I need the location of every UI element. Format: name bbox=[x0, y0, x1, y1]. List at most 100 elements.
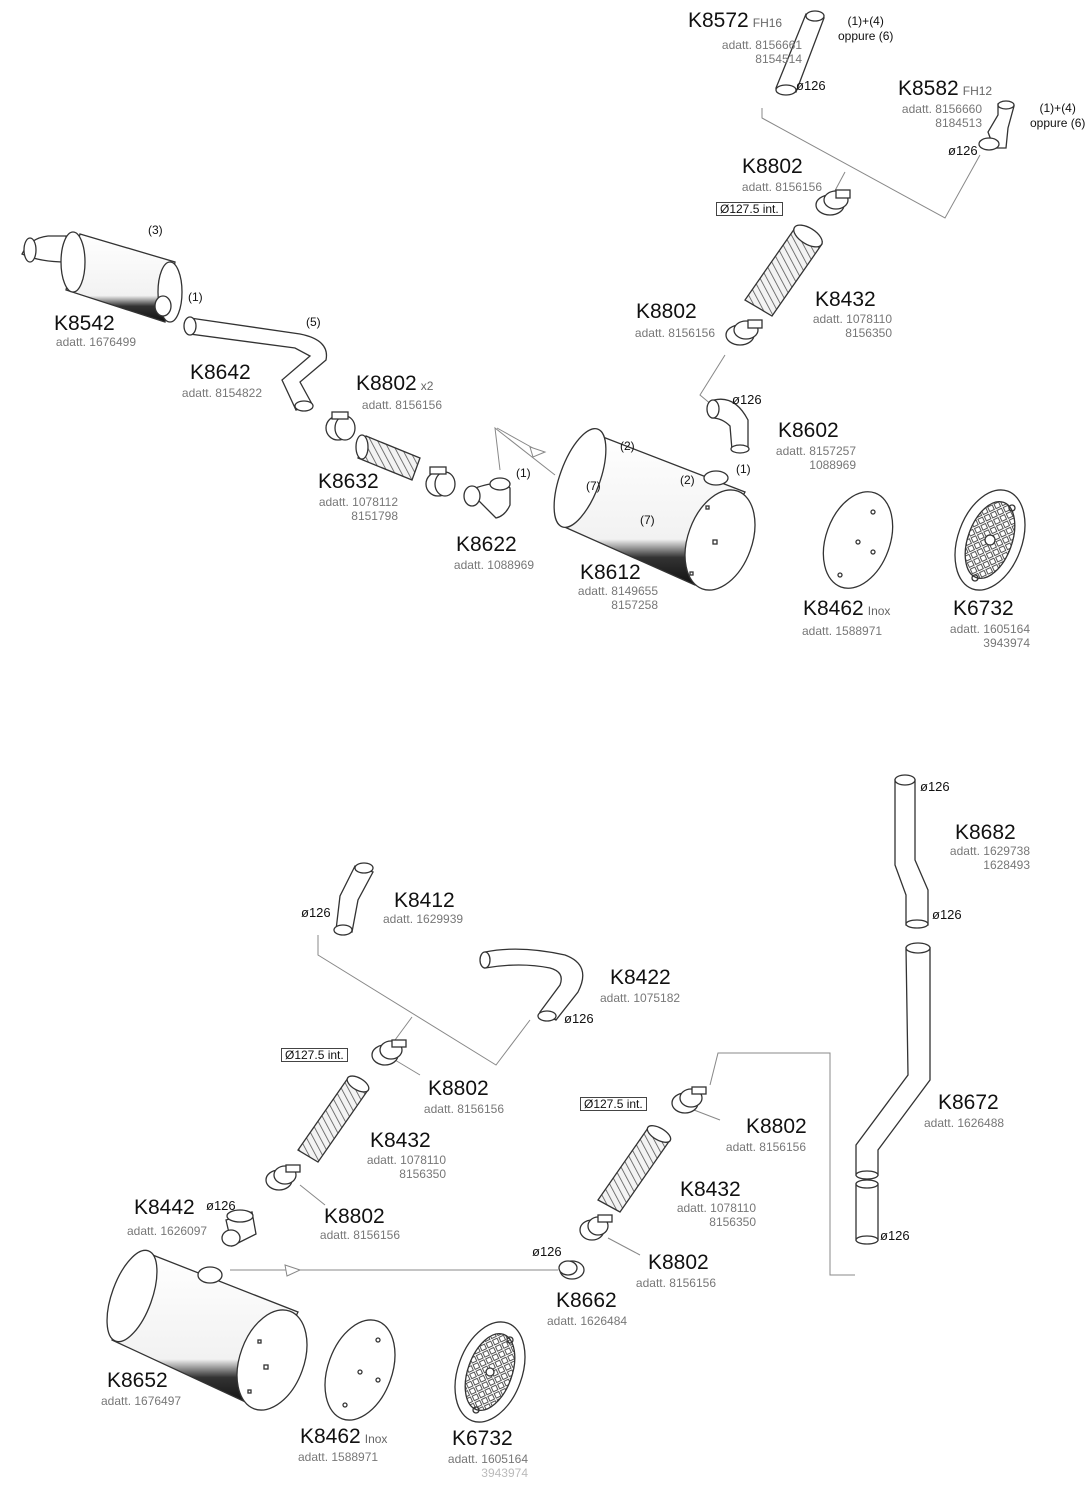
muffler-k8612 bbox=[553, 428, 756, 591]
refs-k8542: adatt. 1676499 bbox=[55, 335, 136, 349]
refs-k8622: adatt. 1088969 bbox=[453, 558, 534, 572]
label-k8802-b2-a: K8802 bbox=[428, 1077, 489, 1100]
refs-k8802-b2-a: adatt. 8156156 bbox=[423, 1102, 504, 1116]
bellows-spec-top: Ø127.5 int. bbox=[716, 202, 783, 216]
label-k8802-top: K8802 bbox=[742, 155, 803, 178]
diameter-k8682-bottom: ø126 bbox=[932, 907, 962, 922]
muffler-k8542 bbox=[21, 231, 183, 323]
label-k8432-b2-a: K8432 bbox=[370, 1129, 431, 1152]
clamp-k8802-left-a bbox=[325, 411, 356, 441]
guide-lines-bottom bbox=[230, 935, 855, 1277]
callout-1-c: (1) bbox=[736, 462, 751, 476]
label-k8652: K8652 bbox=[107, 1369, 168, 1392]
note-k8572: (1)+(4)oppure (6) bbox=[838, 14, 894, 43]
label-k8432-b2-b: K8432 bbox=[680, 1178, 741, 1201]
bellows-k8432-top bbox=[744, 224, 823, 317]
callout-3: (3) bbox=[148, 223, 163, 237]
callout-1-a: (1) bbox=[188, 290, 203, 304]
pipe-k8572 bbox=[775, 10, 825, 96]
pipe-k8412 bbox=[333, 862, 374, 936]
refs-k8662: adatt. 1626484 bbox=[547, 1314, 628, 1328]
callout-2-a: (2) bbox=[620, 439, 635, 453]
clamp-k8802-b2-a bbox=[371, 1039, 407, 1066]
refs-k8672: adatt. 1626488 bbox=[924, 1116, 1005, 1130]
note-k8582: (1)+(4)oppure (6) bbox=[1030, 101, 1086, 130]
refs-k8462-bottom: adatt. 1588971 bbox=[298, 1450, 379, 1464]
pipe-k8422 bbox=[479, 948, 584, 1022]
callout-1-b: (1) bbox=[516, 466, 531, 480]
diameter-k8442: ø126 bbox=[206, 1198, 236, 1213]
mesh-k6732-top bbox=[954, 489, 1026, 591]
pipe-k8442 bbox=[221, 1209, 257, 1247]
refs-k8412: adatt. 1629939 bbox=[383, 912, 464, 926]
label-k8662: K8662 bbox=[556, 1289, 617, 1312]
mesh-k6732-bottom bbox=[454, 1321, 526, 1423]
clamp-k8802-b2-b bbox=[265, 1164, 301, 1191]
pipe-k8582 bbox=[978, 100, 1015, 151]
refs-k8802-mid: adatt. 8156156 bbox=[634, 326, 715, 340]
label-k8542: K8542 bbox=[54, 312, 115, 335]
bellows-k8432-b2-b bbox=[597, 1125, 672, 1213]
label-k8622: K8622 bbox=[456, 533, 517, 556]
callout-5: (5) bbox=[306, 315, 321, 329]
refs-k8422: adatt. 1075182 bbox=[600, 991, 681, 1005]
muffler-k8652 bbox=[106, 1249, 308, 1411]
callout-7-a: (7) bbox=[586, 479, 601, 493]
bellows-k8432-b2-a bbox=[297, 1075, 370, 1163]
refs-k8642: adatt. 8154822 bbox=[181, 386, 262, 400]
bellows-spec-bottom-b: Ø127.5 int. bbox=[580, 1097, 647, 1111]
refs-k8802-b2-d: adatt. 8156156 bbox=[635, 1276, 716, 1290]
guide-lines-top bbox=[494, 108, 981, 476]
refs-k8802-x2: adatt. 8156156 bbox=[361, 398, 442, 412]
pipe-k8642 bbox=[183, 316, 328, 412]
clamp-k8802-b2-d bbox=[579, 1214, 613, 1241]
label-k8432-top: K8432 bbox=[815, 288, 876, 311]
diameter-k8582: ø126 bbox=[948, 143, 978, 158]
refs-k8652: adatt. 1676497 bbox=[101, 1394, 182, 1408]
diameter-k8422: ø126 bbox=[564, 1011, 594, 1026]
refs-k8462-top: adatt. 1588971 bbox=[802, 624, 883, 638]
diameter-k8662: ø126 bbox=[532, 1244, 562, 1259]
label-k8422: K8422 bbox=[610, 966, 671, 989]
disc-k8462-top bbox=[822, 491, 894, 589]
label-k8802-b2-c: K8802 bbox=[746, 1115, 807, 1138]
callout-7-b: (7) bbox=[640, 513, 655, 527]
label-k8612: K8612 bbox=[580, 561, 641, 584]
refs-k8802-top: adatt. 8156156 bbox=[741, 180, 822, 194]
label-k8672: K8672 bbox=[938, 1091, 999, 1114]
refs-k8802-b2-c: adatt. 8156156 bbox=[725, 1140, 806, 1154]
bellows-spec-bottom-a: Ø127.5 int. bbox=[281, 1048, 348, 1062]
label-k8642: K8642 bbox=[190, 361, 251, 384]
diameter-k8412: ø126 bbox=[301, 905, 331, 920]
elbow-k8602 bbox=[706, 398, 750, 454]
label-k8802-b2-b: K8802 bbox=[324, 1205, 385, 1228]
clamp-k8802-mid bbox=[725, 319, 763, 346]
diameter-k8572: ø126 bbox=[796, 78, 826, 93]
elbow-k8622 bbox=[463, 477, 511, 519]
pipe-k8662 bbox=[558, 1260, 585, 1280]
label-k8602: K8602 bbox=[778, 419, 839, 442]
disc-k8462-bottom bbox=[324, 1319, 396, 1421]
label-k8442: K8442 bbox=[134, 1196, 195, 1219]
bellows-k8632 bbox=[355, 434, 421, 481]
label-k8632: K8632 bbox=[318, 470, 379, 493]
label-k8412: K8412 bbox=[394, 889, 455, 912]
label-k8802-mid: K8802 bbox=[636, 300, 697, 323]
label-k6732-top: K6732 bbox=[953, 597, 1014, 620]
